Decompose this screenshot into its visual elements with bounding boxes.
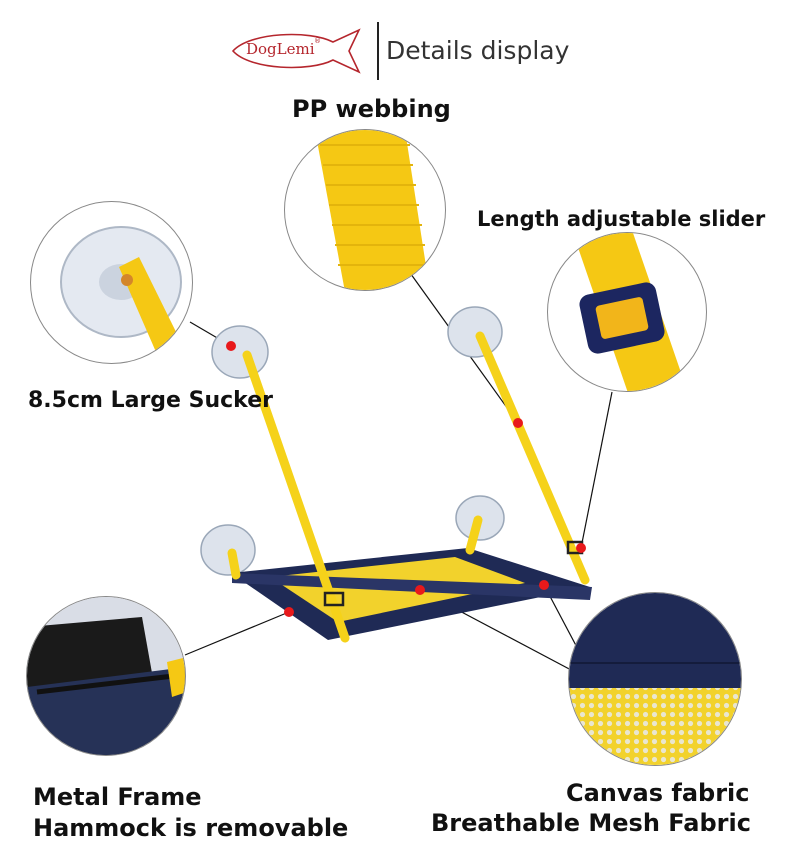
suction-cup-icon bbox=[60, 226, 182, 352]
label-sucker: 8.5cm Large Sucker bbox=[28, 388, 273, 413]
detail-sucker bbox=[30, 201, 193, 364]
label-mesh: Breathable Mesh Fabric bbox=[431, 809, 751, 837]
label-slider: Length adjustable slider bbox=[477, 207, 766, 231]
label-canvas: Canvas fabric bbox=[566, 779, 750, 807]
detail-pp-webbing bbox=[284, 129, 446, 291]
label-pp-webbing: PP webbing bbox=[292, 95, 451, 123]
straps bbox=[227, 331, 590, 643]
suction-cups bbox=[200, 306, 505, 576]
detail-slider bbox=[547, 232, 707, 392]
header-divider bbox=[377, 22, 379, 80]
slider-buckle-icon bbox=[573, 233, 688, 391]
detail-canvas-mesh bbox=[568, 592, 742, 766]
brand-registered: ® bbox=[314, 37, 321, 45]
hammock-bed bbox=[231, 548, 592, 640]
buckle-left bbox=[323, 591, 345, 607]
hotspot-dots bbox=[226, 341, 586, 617]
brand-name: DogLemi bbox=[246, 40, 315, 58]
label-metal-frame: Metal Frame bbox=[33, 783, 202, 811]
fish-logo-icon bbox=[231, 28, 361, 74]
label-removable: Hammock is removable bbox=[33, 814, 349, 842]
brand-logo: DogLemi ® bbox=[225, 26, 370, 76]
metal-frame-icon bbox=[27, 597, 185, 755]
fabric-mesh-icon bbox=[569, 593, 741, 765]
detail-metal-frame bbox=[26, 596, 186, 756]
page-title: Details display bbox=[386, 36, 570, 65]
webbing-closeup-icon bbox=[315, 130, 430, 290]
